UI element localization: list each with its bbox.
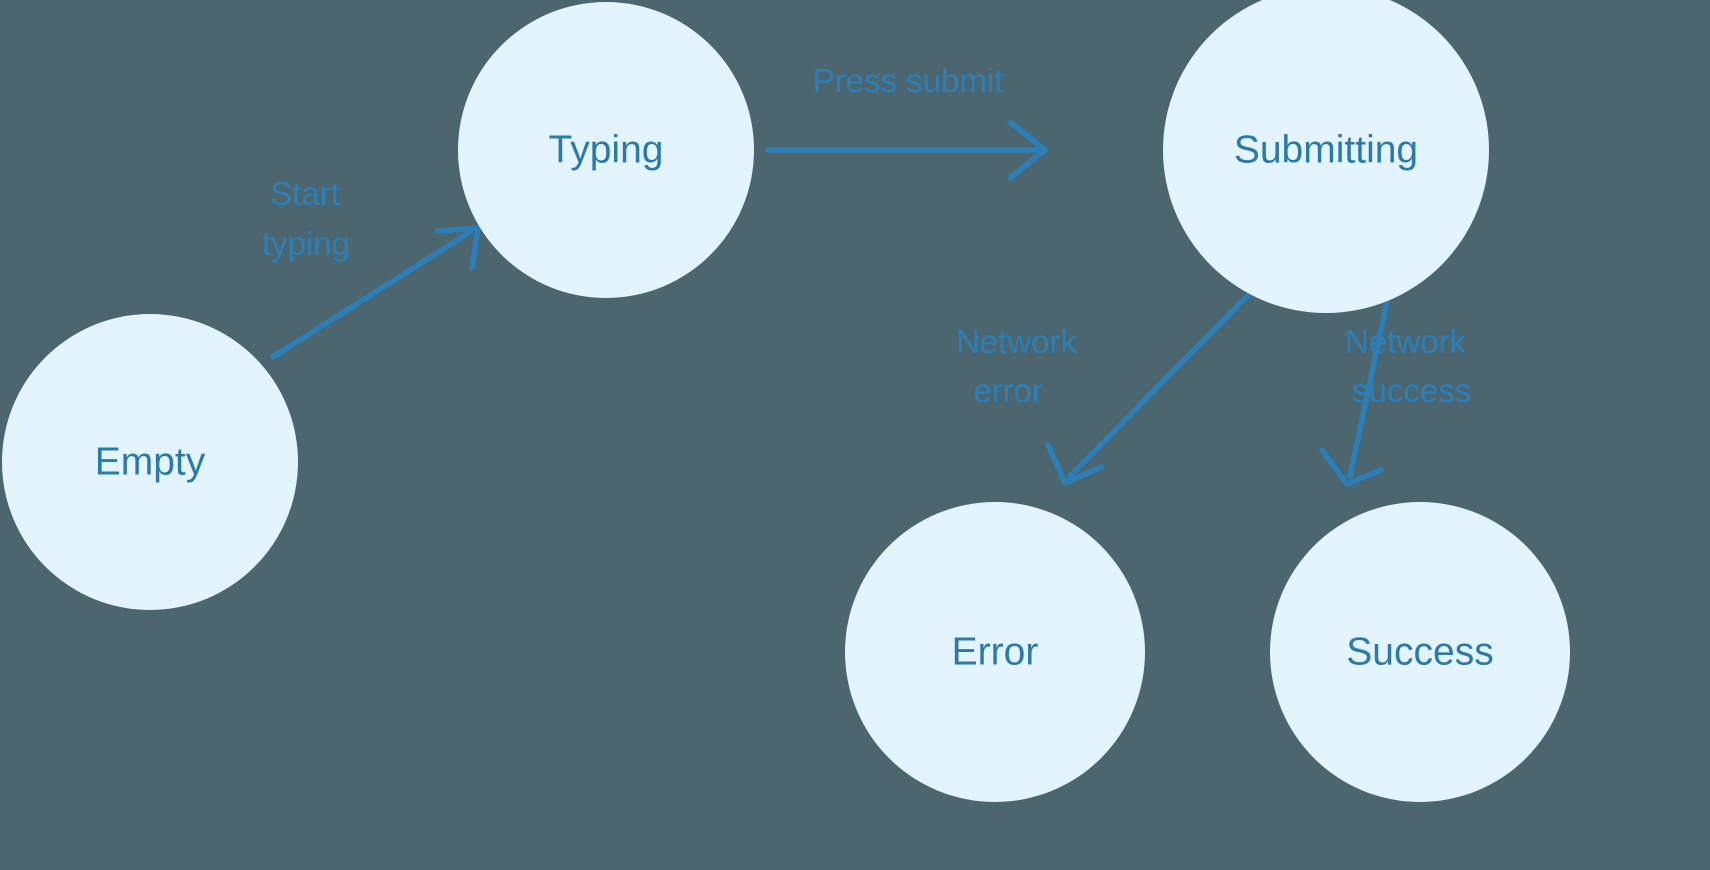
edge-label-network-success-line2: success [1352, 372, 1471, 409]
state-node-typing-label: Typing [549, 128, 664, 171]
edge-network-success-arrowhead [1319, 447, 1384, 487]
edge-label-start-typing-line2: typing [262, 225, 350, 262]
state-node-typing[interactable]: Typing [458, 2, 754, 298]
state-node-error-label: Error [952, 630, 1039, 673]
edge-label-press-submit: Press submit [813, 62, 1004, 99]
edge-label-press-submit-line1: Press submit [813, 62, 1004, 99]
edge-start-typing-line [270, 229, 473, 360]
state-node-success-label: Success [1346, 630, 1493, 673]
edge-label-network-success-line1: Network [1345, 323, 1467, 360]
state-node-success[interactable]: Success [1270, 502, 1570, 802]
state-node-typing-shape[interactable] [458, 2, 754, 298]
edge-label-network-error-line2: error [973, 372, 1043, 409]
state-node-empty-shape[interactable] [2, 314, 298, 610]
edge-start-typing-arrowhead [434, 225, 481, 271]
edge-network-error [1045, 292, 1251, 486]
edge-label-network-error-line1: Network [956, 323, 1078, 360]
edge-label-network-success: Network success [1345, 323, 1471, 409]
edge-network-error-line [1067, 292, 1251, 479]
edge-start-typing [270, 225, 481, 360]
edge-label-start-typing: Start typing [262, 175, 350, 262]
edge-network-error-arrowhead [1045, 442, 1104, 486]
state-node-success-shape[interactable] [1270, 502, 1570, 802]
state-node-submitting[interactable]: Submitting [1163, 0, 1489, 313]
state-node-submitting-label: Submitting [1234, 128, 1418, 171]
edge-label-start-typing-line1: Start [270, 175, 340, 212]
edge-network-success [1319, 294, 1391, 487]
state-node-empty[interactable]: Empty [2, 314, 298, 610]
state-node-error-shape[interactable] [845, 502, 1145, 802]
edge-press-submit [765, 119, 1048, 181]
state-node-submitting-shape[interactable] [1163, 0, 1489, 313]
state-node-error[interactable]: Error [845, 502, 1145, 802]
edge-network-success-line [1347, 294, 1391, 479]
edge-label-network-error: Network error [956, 323, 1078, 409]
edge-press-submit-arrowhead [1007, 119, 1048, 181]
state-node-empty-label: Empty [95, 440, 206, 483]
